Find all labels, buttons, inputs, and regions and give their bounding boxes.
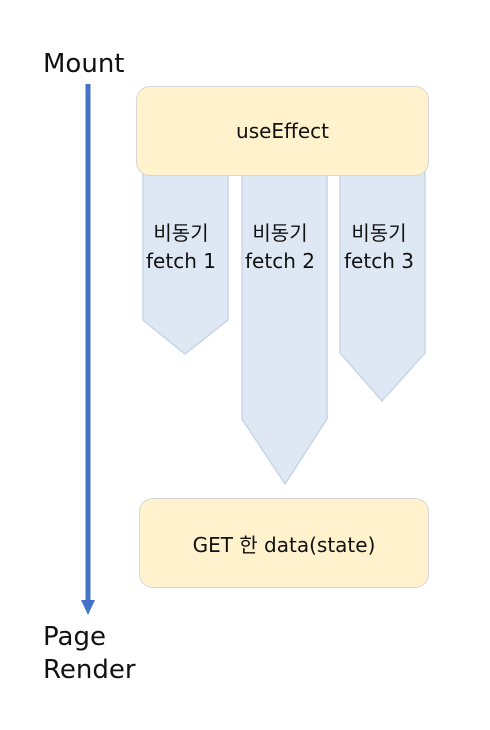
fetch-1-label-line1: 비동기 <box>153 221 209 245</box>
use-effect-box: useEffect <box>136 86 429 176</box>
fetch-2-label-line2: fetch 2 <box>245 249 315 273</box>
fetch-2-label-line1: 비동기 <box>252 221 308 245</box>
page-render-label-line1: Page <box>43 622 106 652</box>
fetch-2-label: 비동기 fetch 2 <box>230 219 330 275</box>
state-label: GET 한 data(state) <box>192 532 376 557</box>
state-box: GET 한 data(state) <box>139 498 429 588</box>
timeline-arrow <box>81 84 95 615</box>
fetch-3-arrow <box>339 169 426 403</box>
mount-label: Mount <box>43 49 125 79</box>
fetch-1-label-line2: fetch 1 <box>146 249 216 273</box>
timeline-arrow-head <box>81 600 95 615</box>
fetch-3-label-line1: 비동기 <box>351 221 407 245</box>
fetch-1-label: 비동기 fetch 1 <box>131 219 231 275</box>
use-effect-label: useEffect <box>236 119 329 143</box>
fetch-2-arrow <box>241 169 328 486</box>
page-render-label: Page Render <box>43 621 136 687</box>
fetch-3-label: 비동기 fetch 3 <box>329 219 429 275</box>
page-render-label-line2: Render <box>43 655 136 685</box>
fetch-3-label-line2: fetch 3 <box>344 249 414 273</box>
